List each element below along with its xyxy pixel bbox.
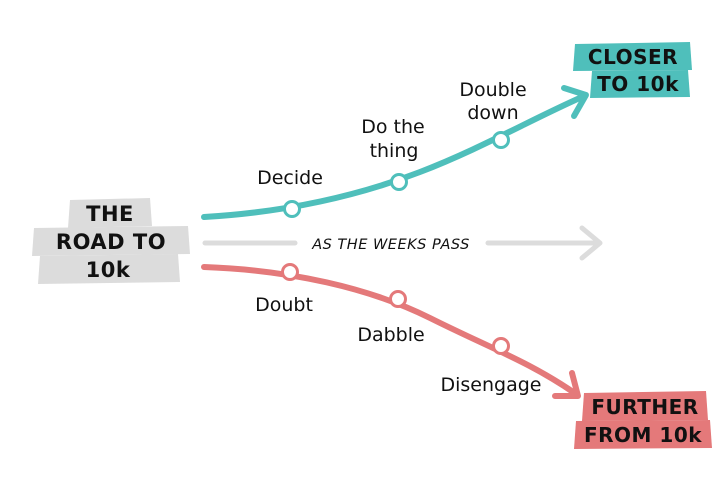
further-label: FURTHER FROM 10k [574, 391, 712, 449]
up-step-label-decide: Decide [257, 167, 323, 189]
down-step-label-dabble: Dabble [357, 324, 424, 346]
further-highlight-2 [574, 420, 712, 449]
start-highlight-2 [32, 226, 190, 256]
up-path-line [201, 94, 585, 220]
up-step-label-double-down-1: Double [459, 79, 526, 101]
down-arrowhead-icon [552, 370, 581, 399]
start-highlight-1 [68, 198, 152, 228]
up-path: Decide Do the thing Double down [201, 79, 589, 220]
start-label: THE ROAD TO 10k [32, 198, 190, 284]
down-step-label-doubt: Doubt [255, 294, 313, 316]
further-label-line-2: FROM 10k [584, 423, 702, 447]
weeks-arrow: AS THE WEEKS PASS [202, 225, 603, 261]
closer-label: CLOSER TO 10k [573, 42, 692, 98]
up-arrowhead-icon [561, 85, 589, 119]
down-path: Doubt Dabble Disengage [201, 263, 581, 399]
start-label-line-1: THE [86, 202, 134, 226]
down-step-label-disengage: Disengage [441, 374, 542, 396]
up-step-node-1 [283, 200, 301, 218]
further-highlight-1 [582, 391, 708, 421]
down-step-node-1 [281, 263, 299, 281]
down-path-line [201, 264, 579, 397]
up-step-node-3 [492, 131, 510, 149]
weeks-arrowhead-icon [579, 225, 603, 261]
start-label-line-3: 10k [86, 258, 131, 282]
down-step-node-3 [492, 337, 510, 355]
closer-label-line-1: CLOSER [588, 45, 678, 69]
further-label-line-1: FURTHER [591, 395, 698, 419]
closer-highlight-2 [590, 70, 690, 98]
up-step-label-double-down-2: down [467, 102, 518, 124]
start-label-line-2: ROAD TO [56, 230, 166, 254]
start-highlight-3 [38, 254, 180, 284]
up-step-label-do-the-thing-2: thing [370, 140, 419, 162]
weeks-label: AS THE WEEKS PASS [311, 237, 470, 253]
up-step-node-2 [390, 173, 408, 191]
closer-highlight-1 [573, 42, 692, 71]
down-step-node-2 [389, 290, 407, 308]
up-step-label-do-the-thing-1: Do the [361, 116, 424, 138]
closer-label-line-2: TO 10k [597, 72, 679, 96]
